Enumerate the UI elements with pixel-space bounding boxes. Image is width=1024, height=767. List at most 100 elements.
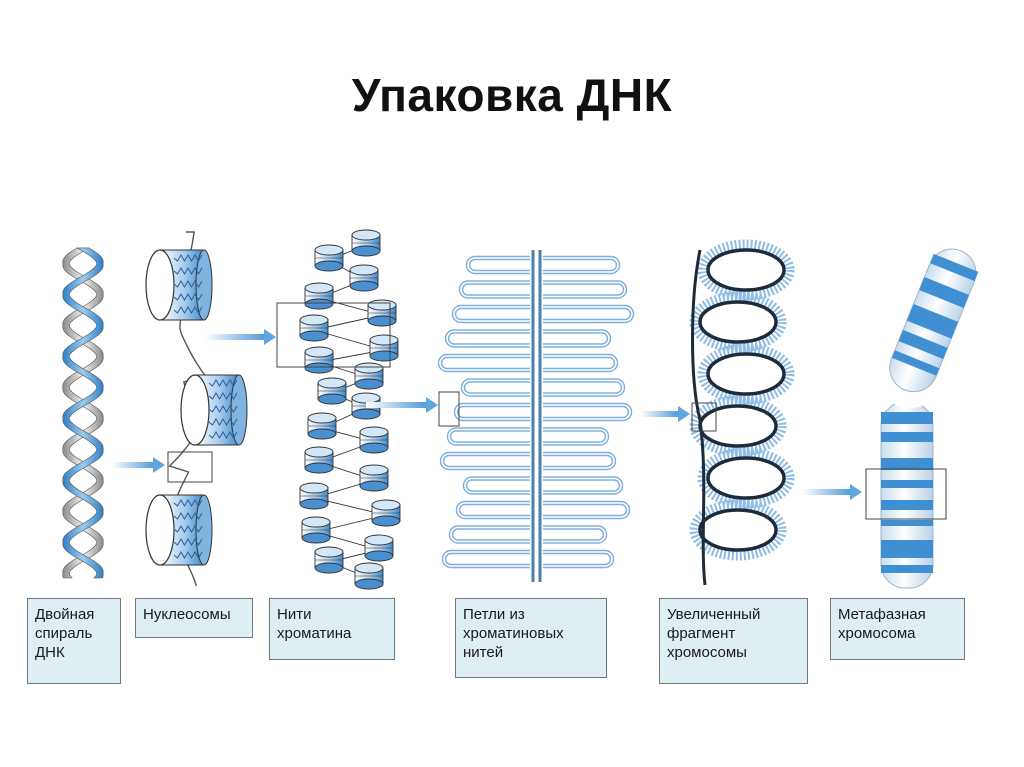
dna-double-helix <box>62 247 104 579</box>
label-line: нитей <box>463 644 504 661</box>
fragment-coil <box>689 291 787 353</box>
chromosome-band <box>881 565 933 573</box>
fiber-nucleosome <box>299 482 329 510</box>
chromatin-loop <box>455 500 530 520</box>
label-line: хроматиновых <box>463 625 564 642</box>
chromatin-loop <box>543 353 619 373</box>
arrow-fiber-to-loops <box>366 397 438 413</box>
fragment-coil <box>689 395 787 457</box>
label-line: Увеличенный <box>667 606 761 623</box>
page-title: Упаковка ДНК <box>351 69 673 121</box>
chromatin-loop <box>465 255 530 275</box>
chromatin-loop <box>437 353 530 373</box>
chromatin-loop <box>446 427 530 446</box>
fragment-coil <box>697 239 795 301</box>
label-line: Нити <box>277 606 312 623</box>
fiber-nucleosome <box>314 244 344 272</box>
chromosome-band <box>891 350 940 376</box>
chromosome-fragment-figure <box>689 239 795 586</box>
chromatin-loop <box>439 451 530 471</box>
centromere <box>892 392 928 408</box>
label-chromatin-fibers: Нити хроматина <box>269 598 395 660</box>
label-metaphase-chromosome: Метафазная хромосома <box>830 598 965 660</box>
metaphase-chromosome-figure <box>880 248 979 589</box>
zoom-box <box>691 402 717 432</box>
zoom-box <box>167 451 213 483</box>
fiber-nucleosome <box>359 464 389 492</box>
chromatin-loop <box>543 304 635 324</box>
fragment-coil <box>697 447 795 509</box>
label-line: Метафазная <box>838 606 926 623</box>
chromatin-loop <box>543 500 631 520</box>
label-chromosome-fragment: Увеличенный фрагмент хромосомы <box>659 598 808 684</box>
label-nucleosomes: Нуклеосомы <box>135 598 253 638</box>
chromosome-band <box>881 412 933 424</box>
fiber-nucleosome <box>307 412 337 440</box>
chromatin-loop <box>543 476 624 495</box>
label-line: спираль <box>35 625 93 642</box>
chromosome-band <box>881 458 933 470</box>
chromatin-loop <box>453 402 530 422</box>
chromatin-loop <box>448 525 530 544</box>
fiber-nucleosome <box>299 314 329 342</box>
chromosome-lower-arm <box>880 401 934 589</box>
fiber-nucleosome <box>367 299 397 327</box>
label-line: фрагмент <box>667 625 736 642</box>
label-line: Петли из <box>463 606 525 623</box>
chromatin-loops-figure <box>437 250 635 582</box>
fiber-nucleosome <box>359 426 389 454</box>
chromatin-loop <box>451 304 530 324</box>
chromatin-loop <box>543 378 626 397</box>
fiber-nucleosome <box>304 446 334 474</box>
fiber-nucleosome <box>371 499 401 527</box>
fragment-coil <box>689 499 787 561</box>
chromosome-band <box>898 329 948 360</box>
fiber-nucleosome <box>317 377 347 405</box>
chromatin-loop <box>543 549 615 569</box>
fiber-nucleosome <box>304 282 334 310</box>
chromatin-loop <box>543 525 608 544</box>
label-line: хромосомы <box>667 644 747 661</box>
chromatin-loop <box>441 549 530 569</box>
label-chromatin-loops: Петли из хроматиновых нитей <box>455 598 607 678</box>
label-line: хроматина <box>277 625 352 642</box>
arrow-loops-to-fragment <box>640 406 690 422</box>
chromosome-band <box>881 520 933 526</box>
chromatin-loop <box>543 255 621 275</box>
nucleosome <box>180 374 248 446</box>
zoom-box <box>865 468 947 520</box>
helix-strand-grey <box>62 247 104 579</box>
fiber-nucleosome <box>354 362 384 390</box>
fiber-nucleosome <box>369 334 399 362</box>
chromatin-loop <box>543 451 617 471</box>
chromosome-band <box>919 277 969 309</box>
chromatin-fiber-figure <box>299 229 401 590</box>
fiber-nucleosome <box>304 346 334 374</box>
arrow-nucleosomes-to-fiber <box>205 329 276 345</box>
fragment-coil <box>697 343 795 405</box>
zoom-box <box>438 391 460 427</box>
chromosome-upper-arm <box>889 248 979 393</box>
helix-strand-blue <box>62 247 104 579</box>
label-line: Нуклеосомы <box>143 606 231 623</box>
fiber-nucleosome <box>314 546 344 574</box>
label-line: ДНК <box>35 644 65 661</box>
fiber-nucleosome <box>364 534 394 562</box>
label-line: хромосома <box>838 625 916 642</box>
fiber-nucleosome <box>349 264 379 292</box>
nucleosome <box>145 249 213 321</box>
chromatin-loop <box>543 280 628 299</box>
arrow-helix-to-nucleosomes <box>112 457 165 473</box>
chromosome-band <box>881 432 933 442</box>
fiber-nucleosome <box>301 516 331 544</box>
nucleosome <box>145 494 213 566</box>
chromatin-loop <box>462 476 530 495</box>
label-double-helix: Двойная спираль ДНК <box>27 598 121 684</box>
nucleosomes-figure <box>145 231 248 587</box>
chromatin-loop <box>543 402 633 422</box>
chromosome-band <box>906 303 959 339</box>
zoom-arrows <box>112 302 947 520</box>
zoom-box <box>276 302 391 368</box>
